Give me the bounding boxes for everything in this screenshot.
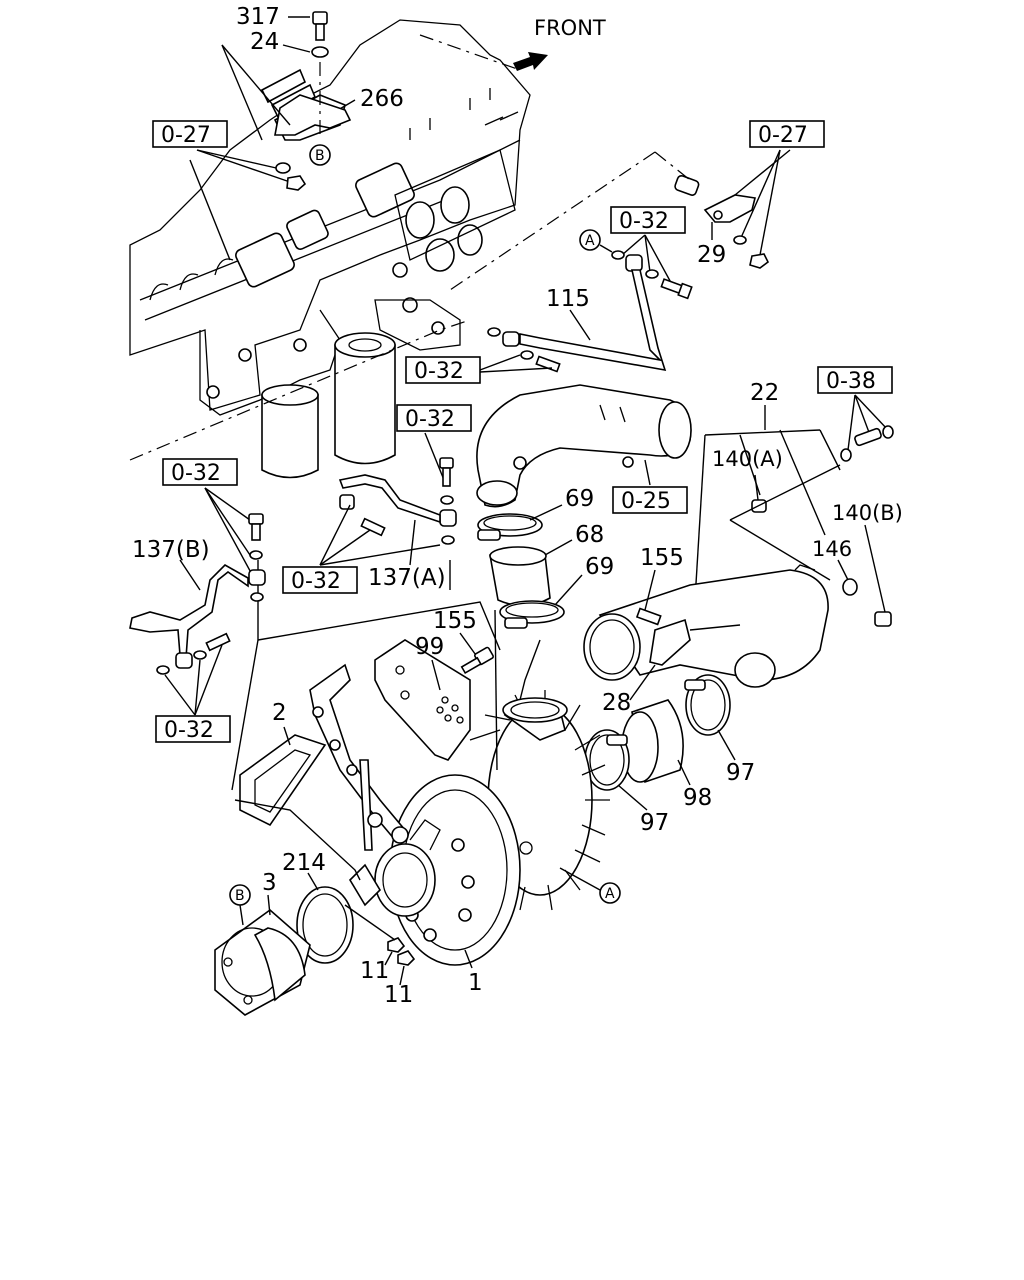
ref-box-0-25	[612, 486, 688, 514]
hose-98	[621, 699, 684, 784]
ref-box-0-32-bottom	[155, 715, 231, 743]
front-arrow-icon	[513, 52, 548, 71]
plug-146	[842, 578, 858, 596]
svg-text:0-27: 0-27	[758, 123, 808, 148]
ref-box-0-32-top	[610, 206, 686, 234]
washer-24	[311, 46, 329, 58]
bracket-266	[274, 94, 352, 136]
bolt-137a	[439, 457, 454, 487]
oil-pipe-137a	[338, 474, 441, 524]
svg-text:0-38: 0-38	[826, 369, 876, 394]
callout-3: 3	[262, 870, 277, 896]
bolt-137b	[248, 513, 264, 541]
callout-266: 266	[360, 86, 404, 112]
callout-11-upper: 11	[360, 958, 389, 984]
svg-text:0-32: 0-32	[619, 209, 669, 234]
callout-97-left: 97	[640, 810, 669, 836]
bolt-155-right	[635, 607, 662, 626]
callout-146: 146	[812, 537, 852, 561]
marker-a-turbo	[599, 882, 621, 904]
ref-box-0-32-center	[396, 404, 472, 432]
ref-box-0-27-right	[749, 120, 825, 148]
bracket-28	[649, 618, 691, 666]
callout-98: 98	[683, 785, 712, 811]
bracket-99	[374, 639, 471, 761]
callout-214: 214	[282, 850, 326, 876]
marker-a-top	[579, 229, 601, 251]
turbocharger-1	[309, 663, 610, 966]
front-label: FRONT	[534, 16, 606, 40]
bracket-29	[703, 194, 756, 223]
svg-text:B: B	[315, 148, 325, 164]
callout-137a: 137(A)	[368, 565, 446, 591]
hose-clamp-97-left	[584, 729, 630, 791]
bolt-317	[312, 11, 328, 41]
callout-155-right: 155	[640, 545, 684, 571]
svg-text:0-32: 0-32	[171, 461, 221, 486]
callout-1: 1	[468, 970, 483, 996]
hose-clamp-97-right	[684, 674, 731, 736]
hose-clamp-69-upper	[477, 513, 543, 541]
callout-11-lower: 11	[384, 982, 413, 1008]
svg-text:0-27: 0-27	[161, 123, 211, 148]
hose-clamp-69-lower	[499, 600, 565, 629]
bolt-155-left	[460, 646, 494, 675]
callout-137b: 137(B)	[132, 537, 210, 563]
intercooler-pipe-22	[583, 564, 829, 688]
callout-140a: 140(A)	[712, 447, 783, 471]
hose-68	[489, 546, 551, 607]
engine-cylinder-head	[129, 19, 531, 479]
callout-24: 24	[250, 29, 279, 55]
callout-68: 68	[575, 522, 604, 548]
callout-99: 99	[415, 634, 444, 660]
callout-69-upper: 69	[565, 486, 594, 512]
callout-28: 28	[602, 690, 631, 716]
bolt-137a-lower	[360, 517, 386, 537]
svg-text:B: B	[235, 888, 245, 904]
callout-140b: 140(B)	[832, 501, 903, 525]
oil-pipe-115	[519, 269, 667, 372]
nut-11-lower	[397, 950, 416, 966]
ref-box-0-27-left	[152, 120, 228, 148]
ref-box-0-32-lower-mid	[282, 566, 358, 594]
ref-box-0-38	[817, 366, 893, 394]
gasket-2	[239, 734, 327, 827]
svg-text:0-32: 0-32	[414, 359, 464, 384]
callout-317: 317	[236, 4, 280, 30]
oil-pipe-137b	[129, 564, 249, 660]
bolt-pipe-top	[660, 278, 693, 300]
svg-text:0-32: 0-32	[164, 718, 214, 743]
svg-text:0-32: 0-32	[291, 569, 341, 594]
callout-69-lower: 69	[585, 554, 614, 580]
marker-b-top	[309, 144, 331, 166]
ref-box-0-32-mid	[405, 356, 481, 384]
spacer-sleeve	[674, 174, 700, 196]
callout-22: 22	[750, 380, 779, 406]
svg-text:0-25: 0-25	[621, 489, 671, 514]
callout-97-right: 97	[726, 760, 755, 786]
callout-29: 29	[697, 242, 726, 268]
bolt-137b-lower	[205, 632, 231, 652]
seal-ring-214	[296, 886, 354, 964]
svg-text:0-32: 0-32	[405, 407, 455, 432]
plug-140b	[874, 611, 892, 627]
callout-115: 115	[546, 286, 590, 312]
flange-3	[214, 908, 311, 1016]
callout-155-left: 155	[433, 608, 477, 634]
svg-text:A: A	[585, 233, 595, 249]
ref-box-0-32-left	[162, 458, 238, 486]
nut-11-upper	[387, 937, 406, 953]
svg-text:A: A	[605, 886, 615, 902]
callout-2: 2	[272, 700, 287, 726]
